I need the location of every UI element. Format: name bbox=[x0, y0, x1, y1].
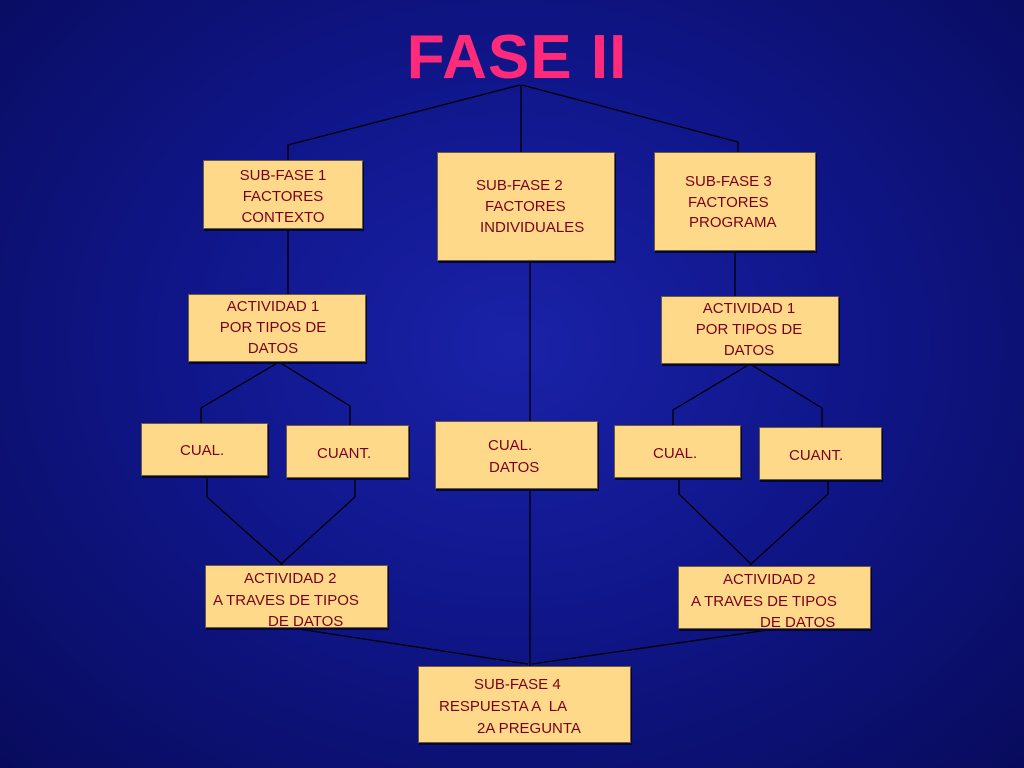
connector-cual-right-act2 bbox=[678, 478, 753, 566]
connector-act1-right-cuant bbox=[749, 363, 823, 427]
actividad1-left-line-2: POR TIPOS DE bbox=[219, 319, 327, 336]
subfase3-line-1: SUB-FASE 3 bbox=[685, 173, 772, 190]
cual-right-box: CUAL. bbox=[614, 425, 741, 478]
subfase2-line-3: INDIVIDUALES bbox=[480, 219, 585, 236]
subfase3-line-3: PROGRAMA bbox=[689, 214, 777, 231]
connector-title-subfase3 bbox=[521, 84, 739, 152]
connector-act1-left-cuant bbox=[278, 361, 351, 425]
cual-right-label: CUAL. bbox=[653, 445, 698, 462]
actividad2-left-line-3: DE DATOS bbox=[268, 613, 344, 630]
subfase1-line-3: CONTEXTO bbox=[241, 209, 325, 226]
cuant-right-box: CUANT. bbox=[759, 427, 882, 480]
actividad1-right-box: ACTIVIDAD 1 POR TIPOS DE DATOS bbox=[661, 296, 839, 364]
subfase3-line-2: FACTORES bbox=[688, 194, 769, 211]
subfase4-line-2: RESPUESTA A LA bbox=[439, 698, 568, 715]
subfase3-box: SUB-FASE 3 FACTORES PROGRAMA bbox=[654, 152, 816, 251]
cual-left-label: CUAL. bbox=[180, 442, 225, 459]
connector-act1-left-cual bbox=[200, 361, 280, 423]
actividad1-right-line-3: DATOS bbox=[723, 342, 775, 359]
cuant-right-label: CUANT. bbox=[789, 447, 844, 464]
subfase1-box: SUB-FASE 1 FACTORES CONTEXTO bbox=[203, 160, 363, 229]
subfase4-line-1: SUB-FASE 4 bbox=[474, 676, 561, 693]
subfase1-line-2: FACTORES bbox=[242, 188, 324, 205]
actividad2-right-box: ACTIVIDAD 2 A TRAVES DE TIPOS DE DATOS bbox=[678, 566, 871, 631]
cuant-left-label: CUANT. bbox=[317, 445, 372, 462]
actividad2-left-box: ACTIVIDAD 2 A TRAVES DE TIPOS DE DATOS bbox=[205, 565, 388, 630]
actividad1-left-line-1: ACTIVIDAD 1 bbox=[226, 298, 320, 315]
subfase2-line-2: FACTORES bbox=[485, 198, 566, 215]
cual-left-box: CUAL. bbox=[141, 423, 268, 476]
actividad1-right-line-1: ACTIVIDAD 1 bbox=[702, 300, 796, 317]
actividad1-right-line-2: POR TIPOS DE bbox=[695, 321, 803, 338]
connector-act2-left-subfase4 bbox=[291, 627, 529, 665]
cual-datos-line-2: DATOS bbox=[489, 459, 540, 476]
actividad2-right-line-3: DE DATOS bbox=[760, 614, 836, 631]
actividad2-left-line-2: A TRAVES DE TIPOS bbox=[213, 592, 359, 609]
connector-title-subfase1 bbox=[287, 84, 521, 160]
slide-title: FASE II bbox=[406, 23, 628, 92]
cual-datos-box: CUAL. DATOS bbox=[435, 421, 598, 489]
subfase4-line-3: 2A PREGUNTA bbox=[477, 720, 581, 737]
connector-act1-right-cual bbox=[672, 363, 751, 425]
subfase2-line-1: SUB-FASE 2 bbox=[476, 177, 563, 194]
cual-datos-line-1: CUAL. bbox=[488, 437, 533, 454]
actividad2-right-line-2: A TRAVES DE TIPOS bbox=[691, 593, 837, 610]
subfase4-box: SUB-FASE 4 RESPUESTA A LA 2A PREGUNTA bbox=[418, 666, 631, 743]
actividad1-left-line-3: DATOS bbox=[247, 340, 299, 357]
subfase1-line-1: SUB-FASE 1 bbox=[239, 167, 327, 184]
connector-cuant-right-act2 bbox=[749, 480, 829, 566]
cuant-left-box: CUANT. bbox=[286, 425, 409, 478]
subfase2-box: SUB-FASE 2 FACTORES INDIVIDUALES bbox=[437, 152, 615, 261]
connector-cuant-left-act2 bbox=[279, 478, 356, 566]
connector-act2-right-subfase4 bbox=[531, 628, 776, 665]
actividad2-right-line-1: ACTIVIDAD 2 bbox=[723, 571, 816, 588]
connector-cual-left-act2 bbox=[206, 476, 284, 566]
actividad2-left-line-1: ACTIVIDAD 2 bbox=[244, 570, 337, 587]
actividad1-left-box: ACTIVIDAD 1 POR TIPOS DE DATOS bbox=[188, 294, 366, 362]
